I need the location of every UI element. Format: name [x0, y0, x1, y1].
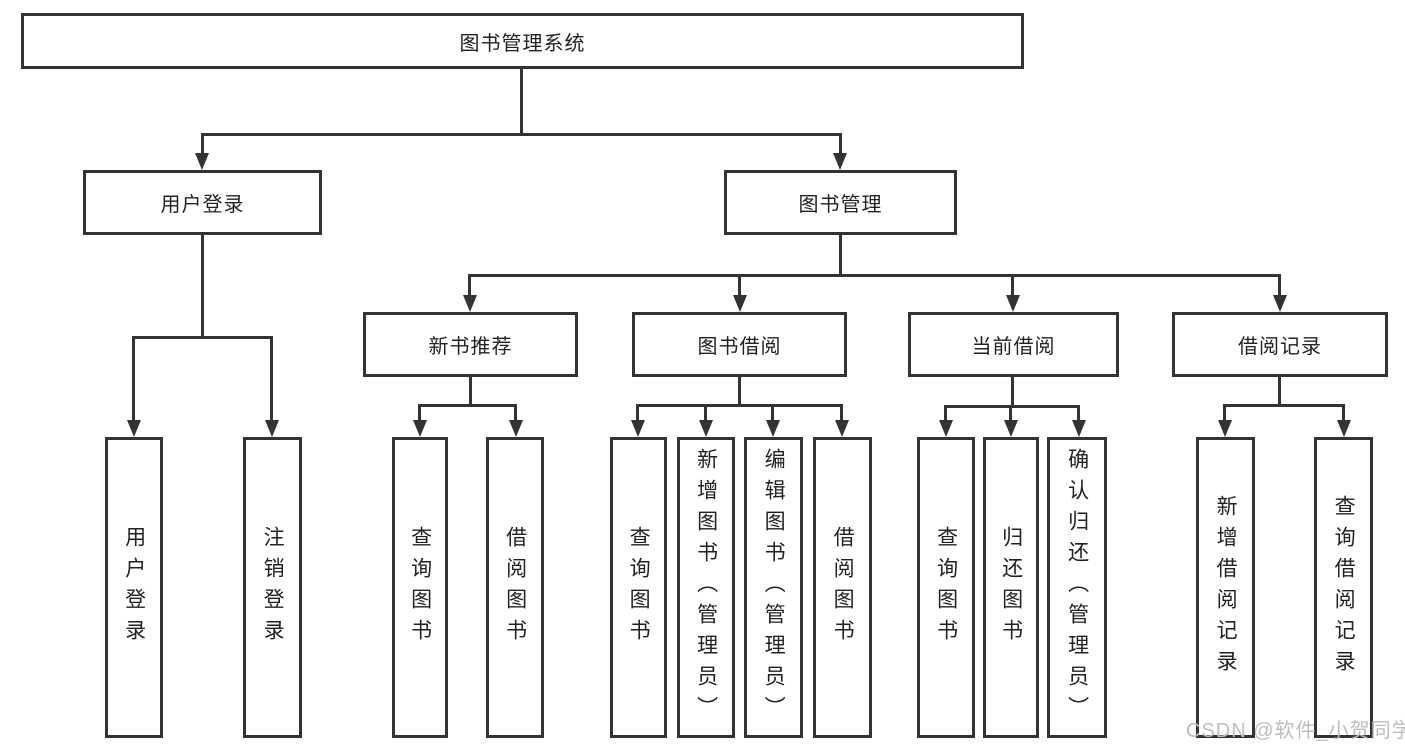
- node-new-book-recommend-label: 新书推荐: [428, 336, 513, 358]
- arrowhead-cur-query: [939, 420, 953, 437]
- arrowhead-newbook-borrow: [509, 420, 523, 437]
- node-leaf-borrow-query-book: 查询图书: [610, 437, 667, 738]
- connector-drop-user-login: [201, 133, 204, 155]
- node-leaf-newbook-borrow-book-label: 借阅图书: [503, 525, 527, 650]
- connector-book-mgmt-trunk: [839, 235, 842, 274]
- node-leaf-confirm-return-admin: 确认归还（管理员）: [1047, 437, 1107, 738]
- node-leaf-edit-book-admin: 编辑图书（管理员）: [744, 437, 803, 738]
- node-leaf-return-book-label: 归还图书: [999, 525, 1023, 650]
- node-borrow-record-label: 借阅记录: [1238, 336, 1322, 358]
- arrowhead-new-book: [463, 295, 477, 312]
- csdn-watermark: CSDN @软件_小贺同学: [1186, 720, 1405, 742]
- connector-root-trunk: [520, 69, 523, 133]
- node-book-borrow: 图书借阅: [632, 312, 847, 377]
- node-leaf-logout-label: 注销登录: [261, 525, 285, 650]
- node-leaf-edit-book-admin-label: 编辑图书（管理员）: [762, 448, 786, 727]
- arrowhead-book-management: [833, 153, 847, 170]
- arrowhead-rec-query: [1337, 420, 1351, 437]
- connector-drop-borrow-record: [1278, 274, 1281, 297]
- connector-user-login-split: [132, 336, 273, 339]
- node-leaf-user-login-label: 用户登录: [122, 525, 146, 650]
- connector-drop-bb-add: [704, 404, 707, 422]
- arrowhead-cur-confirm: [1072, 420, 1086, 437]
- node-leaf-query-borrow-record-label: 查询借阅记录: [1332, 494, 1356, 681]
- connector-drop-login-leaf: [132, 336, 135, 422]
- node-leaf-logout: 注销登录: [243, 437, 302, 738]
- node-leaf-add-borrow-record: 新增借阅记录: [1196, 437, 1255, 738]
- node-leaf-borrow-query-book-label: 查询图书: [627, 525, 651, 650]
- node-leaf-return-book: 归还图书: [983, 437, 1039, 738]
- connector-bookborrow-trunk: [738, 377, 741, 404]
- arrowhead-logout-leaf: [265, 420, 279, 437]
- connector-drop-book-borrow: [738, 274, 741, 297]
- node-user-login: 用户登录: [83, 170, 322, 235]
- connector-drop-bb-query: [636, 404, 639, 422]
- connector-drop-bb-edit: [771, 404, 774, 422]
- connector-newbook-trunk: [469, 377, 472, 404]
- connector-drop-rec-query: [1342, 404, 1345, 422]
- connector-drop-newbook-query: [418, 404, 421, 422]
- connector-newbook-split: [418, 404, 517, 407]
- node-root-label: 图书管理系统: [459, 32, 586, 55]
- arrowhead-bb-query: [631, 420, 645, 437]
- node-leaf-add-book-admin-label: 新增图书（管理员）: [694, 448, 718, 727]
- node-leaf-add-book-admin: 新增图书（管理员）: [677, 437, 735, 738]
- arrowhead-rec-add: [1218, 420, 1232, 437]
- arrowhead-bb-edit: [766, 420, 780, 437]
- connector-drop-book-management: [839, 133, 842, 155]
- node-book-management: 图书管理: [724, 170, 957, 235]
- connector-user-login-trunk: [201, 235, 204, 336]
- connector-drop-new-book: [468, 274, 471, 297]
- arrowhead-book-borrow: [733, 295, 747, 312]
- node-leaf-user-login: 用户登录: [105, 437, 163, 738]
- node-leaf-newbook-query-book: 查询图书: [392, 437, 448, 738]
- connector-drop-cur-query: [944, 405, 947, 422]
- connector-drop-bb-borrow: [840, 404, 843, 422]
- arrowhead-current-borrow: [1006, 295, 1020, 312]
- connector-drop-current-borrow: [1011, 274, 1014, 297]
- connector-drop-cur-return: [1009, 405, 1012, 422]
- connector-root-split: [201, 133, 842, 136]
- connector-record-split: [1223, 404, 1345, 407]
- connector-current-split: [944, 405, 1080, 408]
- arrowhead-cur-return: [1004, 420, 1018, 437]
- node-current-borrow-label: 当前借阅: [971, 336, 1056, 358]
- node-user-login-label: 用户登录: [160, 194, 245, 216]
- connector-bookborrow-split: [636, 404, 843, 407]
- arrowhead-borrow-record: [1273, 295, 1287, 312]
- node-book-management-label: 图书管理: [798, 194, 883, 216]
- node-leaf-current-query-book-label: 查询图书: [934, 525, 958, 650]
- node-borrow-record: 借阅记录: [1172, 312, 1388, 377]
- node-current-borrow: 当前借阅: [908, 312, 1119, 377]
- connector-book-mgmt-split: [468, 274, 1281, 277]
- arrowhead-bb-borrow: [835, 420, 849, 437]
- connector-record-trunk: [1278, 377, 1281, 404]
- node-leaf-borrow-borrow-book: 借阅图书: [813, 437, 872, 738]
- node-leaf-current-query-book: 查询图书: [917, 437, 975, 738]
- node-leaf-newbook-borrow-book: 借阅图书: [486, 437, 544, 738]
- node-leaf-confirm-return-admin-label: 确认归还（管理员）: [1065, 448, 1089, 727]
- connector-drop-rec-add: [1223, 404, 1226, 422]
- connector-drop-cur-confirm: [1077, 405, 1080, 422]
- arrowhead-user-login: [195, 153, 209, 170]
- node-leaf-borrow-borrow-book-label: 借阅图书: [831, 525, 855, 650]
- node-leaf-query-borrow-record: 查询借阅记录: [1314, 437, 1373, 738]
- node-leaf-newbook-query-book-label: 查询图书: [408, 525, 432, 650]
- connector-drop-newbook-borrow: [514, 404, 517, 422]
- node-new-book-recommend: 新书推荐: [363, 312, 578, 377]
- node-book-borrow-label: 图书借阅: [697, 336, 782, 358]
- node-leaf-add-borrow-record-label: 新增借阅记录: [1214, 494, 1238, 681]
- connector-current-trunk: [1011, 377, 1014, 405]
- arrowhead-login-leaf: [127, 420, 141, 437]
- connector-drop-logout-leaf: [270, 336, 273, 422]
- arrowhead-newbook-query: [413, 420, 427, 437]
- node-root-library-system: 图书管理系统: [21, 13, 1024, 69]
- arrowhead-bb-add: [699, 420, 713, 437]
